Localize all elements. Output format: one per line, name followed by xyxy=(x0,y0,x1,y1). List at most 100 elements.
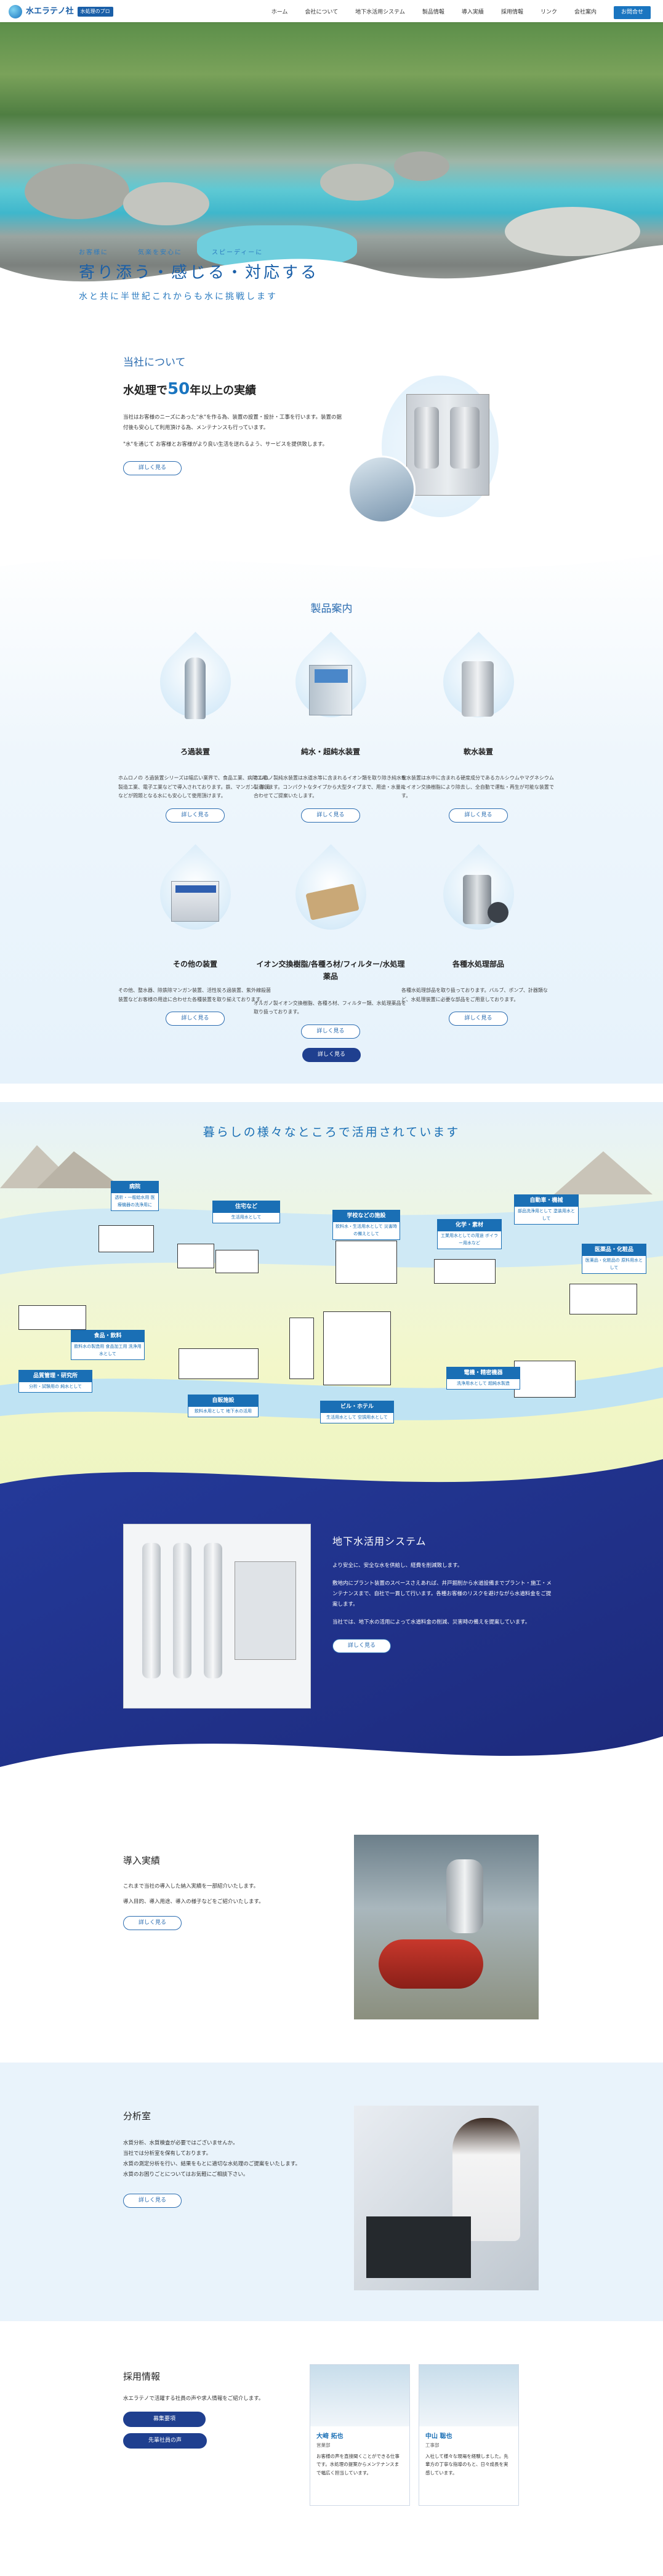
nav-about[interactable]: 会社について xyxy=(305,9,339,15)
softener-unit-image xyxy=(462,661,494,717)
lab-text-2: 当社では分析室を保有しております。 xyxy=(123,2150,212,2157)
nav-groundwater[interactable]: 地下水活用システム xyxy=(355,9,405,15)
map-tag-automotive[interactable]: 自動車・機械部品洗浄用として 塗装用水として xyxy=(514,1194,579,1225)
staff-name: 大﨑 拓也 xyxy=(316,2433,344,2440)
staff-role: 営業部 xyxy=(316,2442,331,2448)
map-tag-building[interactable]: ビル・ホテル生活用水として 空調用水として xyxy=(320,1401,394,1424)
results-more-button[interactable]: 詳しく見る xyxy=(123,1915,182,1930)
logo-text: 水エラテノ社 xyxy=(26,7,74,16)
lab-more-button[interactable]: 詳しく見る xyxy=(123,2193,182,2208)
product-more-button[interactable]: 詳しく見る xyxy=(449,1012,508,1026)
product-card-parts: 各種水処理部品 各種水処理部品を取り扱っております。バルブ、ポンプ、計器類など、… xyxy=(401,844,555,1026)
product-title: 軟水装置 xyxy=(463,747,493,756)
hero-copy: お客様に 気楽を安心に スピーディーに 寄り添う・感じる・対応する 水と共に半世… xyxy=(79,248,319,305)
recruit-voices-button[interactable]: 先輩社員の声 xyxy=(123,2433,207,2449)
nav-company[interactable]: 会社案内 xyxy=(574,9,597,15)
parts-pump-image xyxy=(488,902,508,923)
product-card-softener: 軟水装置 軟水装置は水中に含まれる硬度成分であるカルシウムやマグネシウムをイオン… xyxy=(401,632,555,823)
map-tag-pharma[interactable]: 医薬品・化粧品医薬品・化粧品の 原料用水として xyxy=(582,1244,646,1274)
map-tag-food[interactable]: 食品・飲料飲料水の製造用 食品加工用 洗浄用水として xyxy=(71,1330,145,1361)
school-building xyxy=(336,1241,397,1284)
map-tag-school[interactable]: 学校などの施設飲料水・生活用水として 災害時の備えとして xyxy=(332,1210,400,1241)
logo[interactable]: 水エラテノ社 水処理のプロ xyxy=(9,5,113,19)
hero-sub-1: お客様に xyxy=(79,249,108,256)
recruit-section: 採用情報 水エラテノで活躍する社員の声や求人情報をご紹介します。 募集要項 先輩… xyxy=(123,2369,283,2449)
hero-sub-3: スピーディーに xyxy=(212,249,263,256)
product-desc: 軟水装置は水中に含まれる硬度成分であるカルシウムやマグネシウムをイオン交換樹脂に… xyxy=(401,775,554,799)
lab-text-4: 水質のお困りごとについてはお気軽にご相談下さい。 xyxy=(123,2171,249,2178)
public-facility xyxy=(179,1348,259,1379)
map-tag-hospital[interactable]: 病院透析・一般給水用 医療機器の洗浄用に xyxy=(111,1181,159,1212)
about-worker-image xyxy=(348,456,416,523)
hero-sub-2: 気楽を安心に xyxy=(138,249,182,256)
product-title: その他の装置 xyxy=(172,960,217,968)
results-image xyxy=(354,1835,539,2019)
about-text-2: "水"を通じて お客様とお客様がより良い生活を送れるよう、サービスを提供致します… xyxy=(123,441,328,448)
nav-results[interactable]: 導入実績 xyxy=(461,9,484,15)
chemical-plant xyxy=(434,1259,496,1284)
groundwater-more-button[interactable]: 詳しく見る xyxy=(332,1639,392,1654)
recruit-requirements-button[interactable]: 募集要項 xyxy=(123,2411,206,2427)
lab-title: 分析室 xyxy=(123,2111,151,2122)
product-desc: ホムロノの ろ過装置シリーズは幅広い業界で、食品工業、病院工場、製造工業、電子工… xyxy=(118,775,272,799)
product-desc: その他、整水器、除鉄除マンガン装置、活性炭ろ過装置、紫外線殺菌装置などお客様の用… xyxy=(118,988,271,1002)
map-title: 暮らしの様々なところで活用されています xyxy=(203,1125,460,1139)
office-buildings xyxy=(323,1311,391,1385)
food-factory xyxy=(18,1305,86,1330)
site-header: 水エラテノ社 水処理のプロ ホーム 会社について 地下水活用システム 製品情報 … xyxy=(0,0,663,22)
product-desc: 各種水処理部品を取り扱っております。バルブ、ポンプ、計器類など、水処理装置に必要… xyxy=(401,988,548,1002)
staff-comment: 入社して様々な現場を経験しました。先輩方の丁寧な指導のもと、日々成長を実感してい… xyxy=(425,2453,508,2476)
lab-section: 分析室 水質分析、水質検査が必要ではございませんか。 当社では分析室を保有してお… xyxy=(123,2109,332,2208)
nav-links[interactable]: リンク xyxy=(540,9,557,15)
other-unit-image xyxy=(171,881,219,922)
parts-image xyxy=(463,875,491,924)
about-section: 当社について 水処理で50年以上の実績 当社はお客様のニーズにあった"水"を作る… xyxy=(123,354,345,476)
about-label: 当社について xyxy=(123,356,186,369)
product-more-button[interactable]: 詳しく見る xyxy=(166,808,225,823)
lab-text-1: 水質分析、水質検査が必要ではございませんか。 xyxy=(123,2139,238,2146)
map-tag-electronics[interactable]: 電機・精密機器洗浄用水として 超純水製造 xyxy=(446,1367,520,1390)
map-tag-chemical[interactable]: 化学・素材工業用水としての用途 ボイラー用水など xyxy=(437,1219,502,1250)
map-tag-public[interactable]: 自販施設飲料水用として 地下水の活用 xyxy=(188,1395,259,1418)
staff-card[interactable]: 大﨑 拓也 営業部 お客様の声を直接聞くことができる仕事です。水処理の提案からメ… xyxy=(310,2364,410,2506)
staff-comment: お客様の声を直接聞くことができる仕事です。水処理の提案からメンテナンスまで幅広く… xyxy=(316,2453,400,2476)
map-tag-lab[interactable]: 品質管理・研究所分析・試験用の 純水として xyxy=(18,1370,92,1393)
groundwater-image xyxy=(123,1524,311,1709)
staff-name: 中山 聡也 xyxy=(425,2433,452,2440)
hero-wave xyxy=(0,244,663,312)
logo-badge: 水処理のプロ xyxy=(77,7,113,17)
products-all-wrap: 詳しく見る xyxy=(0,1048,663,1063)
product-more-button[interactable]: 詳しく見る xyxy=(449,808,508,823)
nav-home[interactable]: ホーム xyxy=(271,9,288,15)
map-tag-housing[interactable]: 住宅など生活用水として xyxy=(212,1201,280,1224)
staff-card[interactable]: 中山 聡也 工事部 入社して様々な現場を経験しました。先輩方の丁寧な指導のもと、… xyxy=(419,2364,519,2506)
house-building-2 xyxy=(215,1250,259,1273)
product-more-button[interactable]: 詳しく見る xyxy=(301,1024,360,1039)
products-label: 製品案内 xyxy=(310,603,353,615)
products-all-button[interactable]: 詳しく見る xyxy=(302,1048,361,1063)
electronics-factory xyxy=(514,1361,576,1398)
nav-products[interactable]: 製品情報 xyxy=(422,9,444,15)
product-desc: ホムロノ製純水装置は水道水等に含まれるイオン類を取り除き純水を製造します。コンパ… xyxy=(254,775,406,799)
pure-water-unit-image xyxy=(309,665,352,715)
product-title: 各種水処理部品 xyxy=(452,960,504,968)
lab-text-3: 水質の測定分析を行い、結果をもとに適切な水処理のご提案をいたします。 xyxy=(123,2160,300,2167)
about-more-button[interactable]: 詳しく見る xyxy=(123,461,182,476)
product-card-resin: イオン交換樹脂/各種ろ材/フィルター/水処理薬品 オルガノ製イオン交換樹脂、各種… xyxy=(254,844,408,1039)
recruit-text: 水エラテノで活躍する社員の声や求人情報をご紹介します。 xyxy=(123,2395,264,2402)
results-section: 導入実績 これまで当社の導入した納入実績を一部紹介いたします。 導入目的、導入用… xyxy=(123,1853,326,1930)
product-more-button[interactable]: 詳しく見る xyxy=(166,1012,225,1026)
results-text-2: 導入目的、導入用途、導入の様子などをご紹介いたします。 xyxy=(123,1898,264,1905)
contact-button[interactable]: お問合せ xyxy=(613,6,651,20)
recruit-title: 採用情報 xyxy=(123,2371,161,2382)
groundwater-title: 地下水活用システム xyxy=(332,1536,427,1547)
house-building xyxy=(177,1244,214,1268)
hero-image xyxy=(0,22,663,312)
nav-recruit[interactable]: 採用情報 xyxy=(500,9,523,15)
about-machine-image xyxy=(406,394,489,496)
groundwater-text-2: 敷地内にプラント装置のスペースさえあれば、井戸掘削から水道設備までプラント・施工… xyxy=(332,1580,552,1608)
product-title: イオン交換樹脂/各種ろ材/フィルター/水処理薬品 xyxy=(256,960,405,981)
product-title: ろ過装置 xyxy=(180,747,210,756)
product-more-button[interactable]: 詳しく見る xyxy=(301,808,360,823)
groundwater-text-1: より安全に、安全な水を供給し、経費を削減致します。 xyxy=(332,1563,463,1569)
